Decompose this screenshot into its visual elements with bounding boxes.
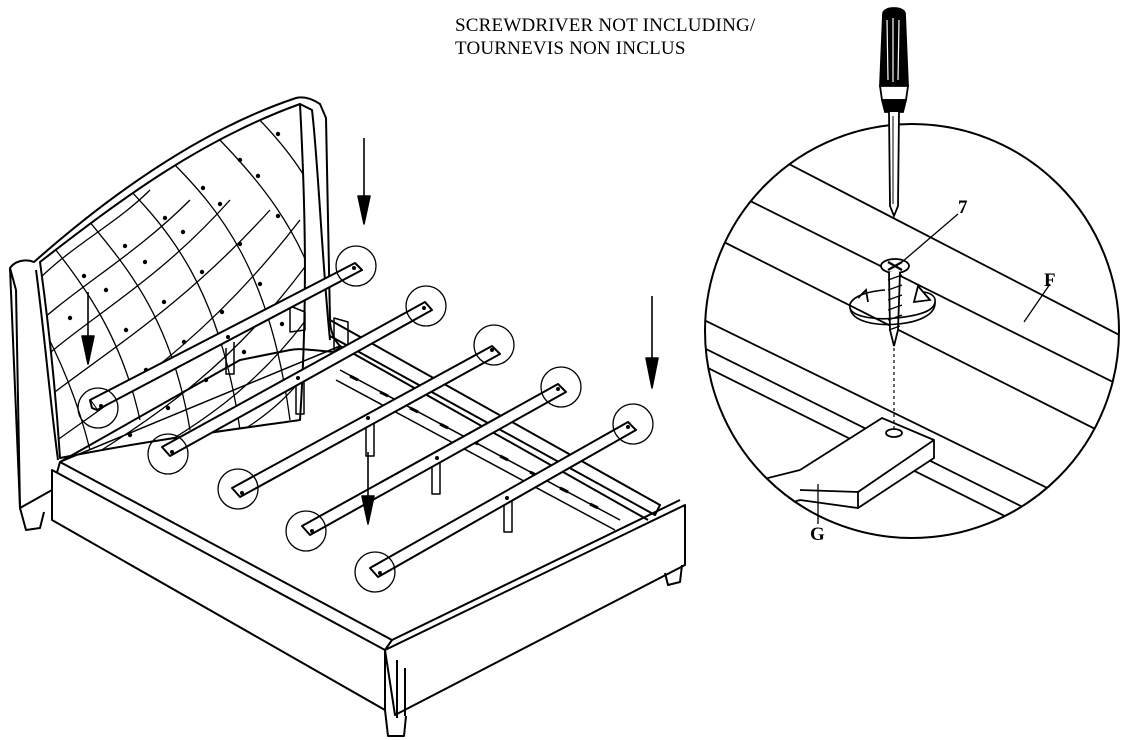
label-support-g: G: [810, 524, 825, 545]
rail-f-edge: [705, 175, 1119, 391]
slat-1: [89, 262, 363, 411]
screw-circle: [405, 285, 447, 327]
screwdriver-note: SCREWDRIVER NOT INCLUDING/ TOURNEVIS NON…: [455, 14, 755, 60]
label-screw-7: 7: [958, 197, 968, 218]
note-line-french: TOURNEVIS NON INCLUS: [455, 38, 686, 59]
slat-3: [231, 345, 501, 498]
screw-location-circles: [77, 245, 654, 593]
screwdriver-icon: [878, 7, 910, 219]
rotate-clockwise-icon: [849, 284, 936, 326]
slat-4: [301, 383, 567, 536]
screw-7: [880, 258, 910, 347]
screw-circle: [217, 468, 259, 510]
zoom-circle: [704, 123, 1120, 539]
screw-circle: [473, 324, 515, 366]
slat-5: [369, 421, 637, 578]
zoom-detail: [704, 7, 1120, 539]
label-rail-f: F: [1044, 270, 1056, 291]
direction-arrows: [81, 138, 659, 525]
screw-circle: [540, 366, 582, 408]
slat-g: [799, 416, 935, 509]
bed-frame: [9, 96, 686, 737]
screw-circle: [335, 245, 377, 287]
screw-circle: [612, 403, 654, 445]
note-line-english: SCREWDRIVER NOT INCLUDING/: [455, 15, 756, 36]
screw-circle: [147, 433, 189, 475]
screw-circle: [354, 551, 396, 593]
screw-circle: [77, 387, 119, 429]
slat-screw-holes: [99, 266, 630, 575]
screw-circle: [285, 510, 327, 552]
